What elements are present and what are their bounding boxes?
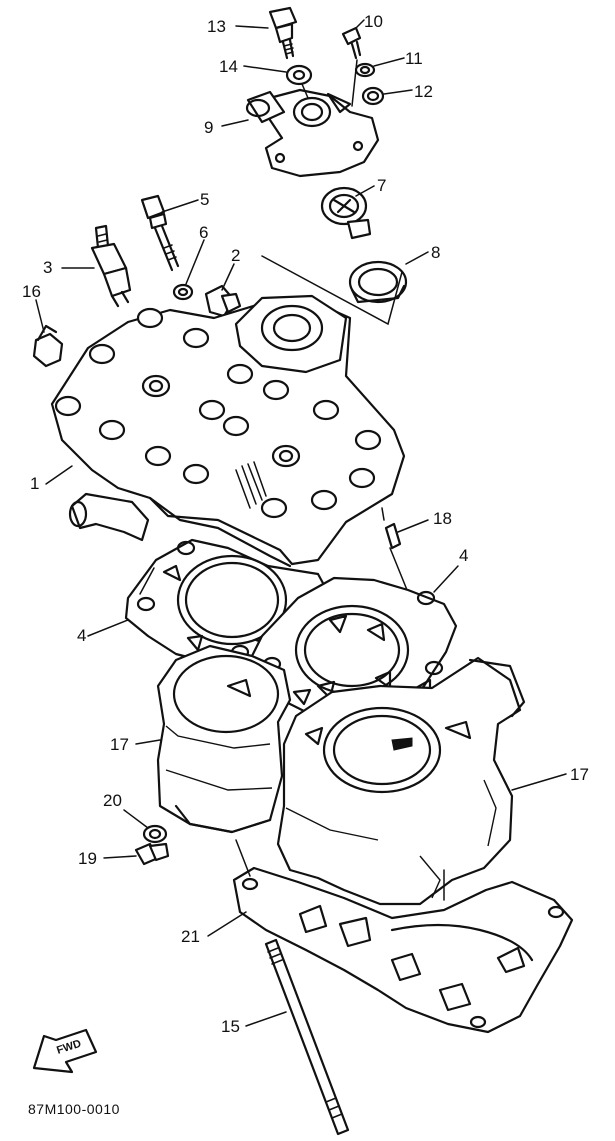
washer-20 <box>142 824 168 844</box>
washer-12 <box>361 86 385 106</box>
base-gasket-21 <box>232 866 574 1034</box>
bolt-10 <box>341 26 362 60</box>
washer-14 <box>285 64 313 86</box>
callout-labels: 13 10 14 11 12 9 7 5 6 3 2 8 16 1 18 4 4… <box>22 12 589 1036</box>
bolt-13 <box>268 6 298 60</box>
washer-11 <box>354 62 376 78</box>
callout-19: 19 <box>78 849 97 868</box>
washer-6 <box>172 283 194 301</box>
callout-6: 6 <box>199 223 208 242</box>
callout-2: 2 <box>231 246 240 265</box>
callout-20: 20 <box>103 791 122 810</box>
callout-16: 16 <box>22 282 41 301</box>
dowel-pin-18 <box>384 522 402 550</box>
forward-arrow-icon: FWD <box>32 1028 98 1074</box>
callout-4-left: 4 <box>77 626 86 645</box>
cylinder-head-1 <box>50 294 406 568</box>
bolt-5 <box>140 194 180 272</box>
callout-11: 11 <box>405 49 423 68</box>
callout-8: 8 <box>431 243 440 262</box>
fitting-2 <box>204 284 242 318</box>
callout-17-right: 17 <box>570 765 589 784</box>
drain-bolt-19 <box>134 842 170 866</box>
callout-18: 18 <box>433 509 452 528</box>
stud-bolt-15 <box>264 938 350 1136</box>
spark-plug-3 <box>90 224 132 308</box>
callout-17-left: 17 <box>110 735 129 754</box>
callout-13: 13 <box>207 17 226 36</box>
leader-lines <box>35 19 567 1027</box>
callout-3: 3 <box>43 258 52 277</box>
callout-21: 21 <box>181 927 200 946</box>
callout-5: 5 <box>200 190 209 209</box>
callout-4-right: 4 <box>459 546 468 565</box>
cap-nut-16 <box>32 324 64 368</box>
thermostat-cover-9 <box>245 88 380 178</box>
callout-15: 15 <box>221 1017 240 1036</box>
callout-1: 1 <box>30 474 39 493</box>
diagram-code: 87M100-0010 <box>28 1101 120 1117</box>
callout-10: 10 <box>364 12 383 31</box>
callout-7: 7 <box>377 176 386 195</box>
seal-ring-8 <box>348 260 408 304</box>
thermostat-7 <box>320 186 372 240</box>
callout-14: 14 <box>219 57 238 76</box>
callout-9: 9 <box>204 118 213 137</box>
callout-12: 12 <box>414 82 433 101</box>
cylinder-17-right <box>276 656 526 906</box>
cylinder-17-left <box>156 644 292 834</box>
